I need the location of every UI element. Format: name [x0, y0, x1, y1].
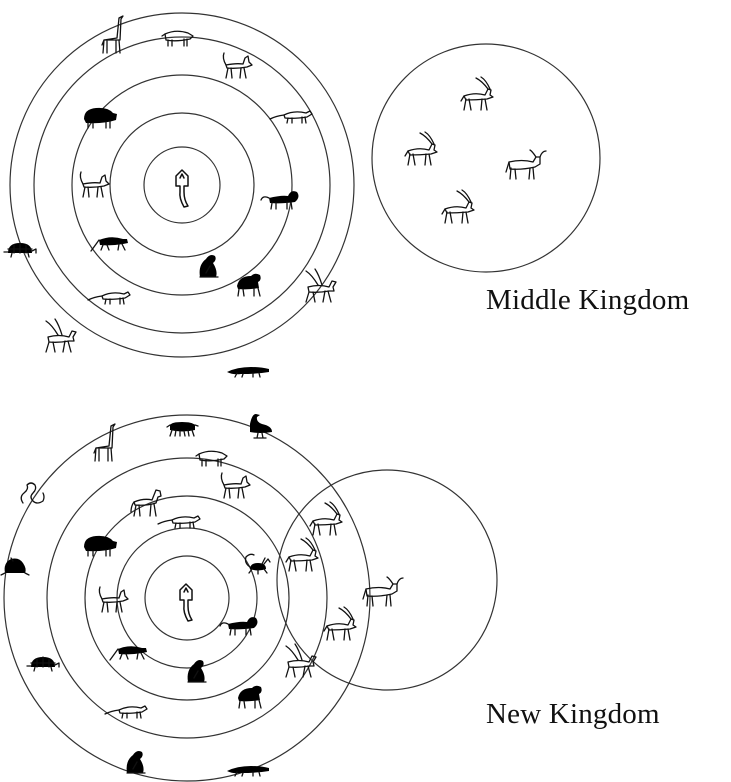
outer-circle [371, 43, 601, 273]
ichneumon-icon [269, 110, 313, 124]
dog-icon [79, 171, 110, 198]
ibex-icon [323, 606, 357, 641]
tortoise-icon [3, 242, 37, 258]
hippopotamus-icon [83, 535, 118, 557]
hippopotamus-icon [83, 107, 118, 129]
new-kingdom-label: New Kingdom [486, 698, 660, 730]
gazelle-icon [460, 76, 494, 111]
ring-1 [109, 112, 255, 258]
emblem-icon [179, 583, 193, 622]
ring-center [144, 555, 230, 641]
bubalis-icon [505, 149, 547, 180]
leopard-icon [90, 236, 129, 252]
ring-2 [84, 495, 290, 701]
baboon-icon [237, 685, 263, 709]
new-kingdom-diagram [0, 413, 498, 782]
baboon-seated-icon [198, 254, 219, 278]
oryx-outer-icon [404, 131, 438, 166]
middle-kingdom-diagram [3, 12, 601, 378]
griffin-icon [45, 318, 77, 353]
ring-center [143, 146, 221, 224]
leopard-icon [109, 645, 148, 661]
jackal-icon [222, 52, 253, 79]
tortoise-icon [26, 656, 60, 672]
ibex-icon [441, 189, 475, 224]
baboon-icon [236, 273, 262, 297]
middle-kingdom-label: Middle Kingdom [486, 284, 690, 316]
ring-outer [9, 12, 355, 358]
oryx-icon [305, 268, 337, 303]
ichneumon-icon [157, 515, 201, 529]
lion-icon [260, 190, 300, 210]
baboon-seated-icon [186, 659, 207, 683]
ring-2 [71, 74, 293, 296]
scorpion-icon [244, 553, 271, 575]
dog-icon [98, 586, 129, 613]
griffin-icon [125, 750, 146, 774]
frog-icon [0, 557, 30, 576]
pig-icon [161, 30, 194, 47]
horse-icon [130, 489, 162, 517]
giraffe-icon [101, 15, 124, 54]
gazelle-icon [309, 501, 343, 536]
beetle-icon [166, 421, 199, 437]
emblem-icon [175, 169, 189, 208]
ring-3 [33, 36, 331, 334]
lion-icon [219, 616, 259, 636]
oryx-icon [285, 537, 319, 572]
snake-icon [20, 482, 45, 504]
giraffe-icon [93, 423, 116, 462]
ring-3 [46, 457, 328, 739]
crocodile-icon [226, 366, 270, 378]
outer-circle [276, 469, 498, 691]
hare-icon [87, 291, 131, 305]
jackal-icon [220, 472, 251, 499]
ring-outer [3, 414, 371, 782]
